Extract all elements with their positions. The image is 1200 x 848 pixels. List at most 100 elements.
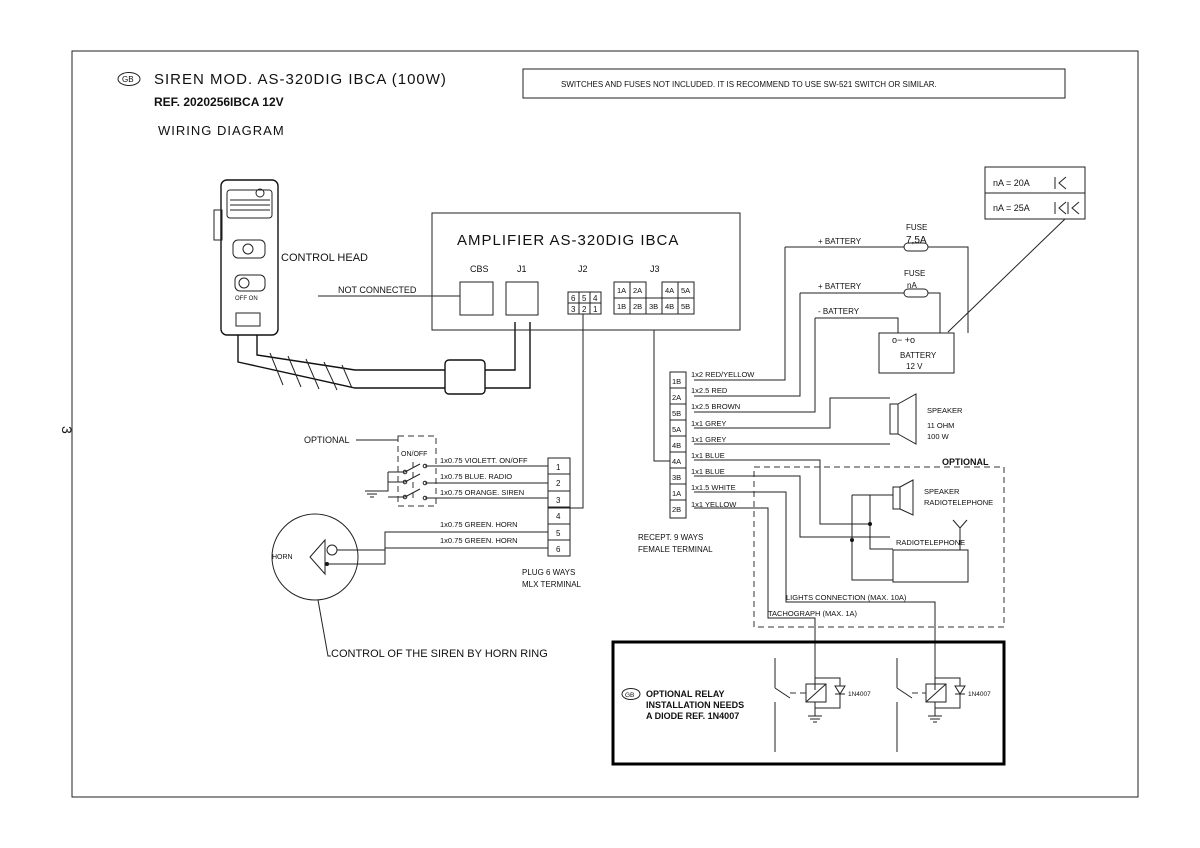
j2-pin: 3 bbox=[571, 305, 576, 314]
logo-icon bbox=[235, 312, 261, 327]
radiotelephone-box bbox=[892, 549, 969, 583]
fuse1-value: 7,5A bbox=[906, 235, 927, 246]
ground-icon bbox=[808, 708, 822, 723]
optional-box bbox=[753, 466, 1005, 628]
recept-pin: 5A bbox=[672, 425, 681, 434]
ground-icon bbox=[365, 472, 389, 498]
j3-pin: 3B bbox=[649, 302, 658, 311]
reference-number: REF. 2020256IBCA 12V bbox=[154, 95, 284, 109]
fuse2-label: FUSE bbox=[904, 269, 925, 278]
optional-title: OPTIONAL bbox=[942, 457, 989, 467]
plug-label: PLUG 6 WAYS bbox=[522, 568, 575, 577]
not-connected-label: NOT CONNECTED bbox=[338, 285, 417, 295]
recept-pin: 5B bbox=[672, 409, 681, 418]
gb-badge-icon bbox=[621, 688, 641, 700]
recept-box bbox=[669, 371, 687, 519]
speaker-icon bbox=[889, 403, 899, 435]
plug-label: MLX TERMINAL bbox=[522, 580, 582, 589]
radiotelephone-label: RADIOTELEPHONE bbox=[896, 538, 965, 547]
diode1-label: 1N4007 bbox=[848, 691, 871, 698]
amplifier: AMPLIFIER AS-320DIG IBCA CBS J1 J2 J3 6 … bbox=[431, 212, 741, 331]
fuse2-value: nA bbox=[907, 281, 917, 290]
amplifier-box bbox=[431, 212, 741, 331]
speaker-radio-label: SPEAKER bbox=[924, 487, 960, 496]
j1-label: J1 bbox=[517, 264, 527, 274]
power-switch bbox=[234, 274, 266, 292]
switch-wire: 1x0.75 ORANGE. SIREN bbox=[440, 488, 524, 497]
j2-pin: 2 bbox=[582, 305, 587, 314]
recept-wire: 1x2 RED/YELLOW bbox=[691, 370, 755, 379]
j2-label: J2 bbox=[578, 264, 588, 274]
j3-pin: 4A bbox=[665, 286, 674, 295]
plug-terminal: 1 2 3 4 5 6 PLUG 6 WAYS MLX TERMINAL bbox=[522, 457, 582, 589]
control-head-label: CONTROL HEAD bbox=[281, 252, 368, 264]
horn: HORN CONTROL OF THE SIREN BY HORN RING bbox=[271, 513, 548, 660]
j2-pin: 4 bbox=[593, 294, 598, 303]
j3-pin: 2B bbox=[633, 302, 642, 311]
indicator-icon bbox=[255, 188, 265, 198]
relay-coil-icon bbox=[805, 683, 827, 703]
horn-wire: 1x0.75 GREEN. HORN bbox=[440, 536, 518, 545]
horn-icon bbox=[309, 538, 326, 576]
battery-terminals: o− +o bbox=[892, 335, 915, 345]
tacho-label: TACHOGRAPH (MAX. 1A) bbox=[768, 609, 858, 618]
mode-button bbox=[232, 239, 266, 259]
connector-plug bbox=[444, 359, 486, 395]
horn-ring bbox=[271, 513, 359, 601]
recept-pin: 1A bbox=[672, 489, 681, 498]
j3-pin: 1A bbox=[617, 286, 626, 295]
cbs-label: CBS bbox=[470, 264, 489, 274]
j2-pin: 5 bbox=[582, 294, 587, 303]
gb-badge-text: GB bbox=[122, 75, 134, 84]
diagram-subtitle: WIRING DIAGRAM bbox=[158, 123, 285, 138]
gb-badge-icon bbox=[117, 72, 141, 86]
speaker-watt: 100 W bbox=[927, 432, 950, 441]
recept-wire: 1x1 BLUE bbox=[691, 467, 725, 476]
power-wiring: + BATTERY FUSE 7,5A + BATTERY FUSE nA - … bbox=[694, 223, 969, 413]
lights-label: LIGHTS CONNECTION (MAX. 10A) bbox=[786, 593, 907, 602]
battery-box bbox=[878, 332, 955, 374]
horn-label: HORN bbox=[272, 554, 293, 561]
optional-switch-label: OPTIONAL bbox=[304, 435, 350, 445]
speaker-ohm: 11 OHM bbox=[927, 421, 954, 430]
recept-pin: 4A bbox=[672, 457, 681, 466]
notice-box bbox=[522, 68, 1066, 99]
page-number: 3 bbox=[59, 426, 75, 434]
battery-minus-label: - BATTERY bbox=[818, 307, 860, 316]
fuse-table-row2: nA = 25A bbox=[993, 203, 1030, 213]
recept-wire: 1x1 BLUE bbox=[691, 451, 725, 460]
diode-icon bbox=[834, 685, 846, 695]
recept-pin: 1B bbox=[672, 377, 681, 386]
plug-pin: 2 bbox=[556, 479, 561, 488]
recept-wire: 1x2.5 RED bbox=[691, 386, 728, 395]
amplifier-title: AMPLIFIER AS-320DIG IBCA bbox=[457, 232, 679, 249]
fuse-symbol-icon bbox=[1054, 176, 1067, 190]
battery-label: BATTERY bbox=[900, 351, 937, 360]
recept-label: RECEPT. 9 WAYS bbox=[638, 533, 703, 542]
battery-voltage: 12 V bbox=[906, 362, 923, 371]
j3-pin: 5B bbox=[681, 302, 690, 311]
recept-pin: 4B bbox=[672, 441, 681, 450]
diode-icon bbox=[954, 685, 966, 695]
horn-wire: 1x0.75 GREEN. HORN bbox=[440, 520, 518, 529]
speaker-radio-label: RADIOTELEPHONE bbox=[924, 498, 993, 507]
plug-pin: 3 bbox=[556, 496, 561, 505]
battery-plus-label: + BATTERY bbox=[818, 237, 862, 246]
battery-plus-label: + BATTERY bbox=[818, 282, 862, 291]
optional-radiotelephone: OPTIONAL SPEAKER RADIOTELEPHONE RADIOTEL… bbox=[694, 457, 1005, 690]
switch-wire: 1x0.75 BLUE. RADIO bbox=[440, 472, 512, 481]
recept-pin: 2B bbox=[672, 505, 681, 514]
recept-label: FEMALE TERMINAL bbox=[638, 545, 713, 554]
fuse-icon bbox=[903, 288, 929, 298]
diode2-label: 1N4007 bbox=[968, 691, 991, 698]
plug-pin: 4 bbox=[556, 512, 561, 521]
switch-wire: 1x0.75 VIOLETT. ON/OFF bbox=[440, 456, 528, 465]
speaker-icon bbox=[892, 486, 901, 510]
j1-connector bbox=[505, 281, 539, 316]
control-head: OFF ON CONTROL HEAD bbox=[213, 179, 531, 395]
j3-connector bbox=[613, 281, 695, 315]
optional-relay: GB OPTIONAL RELAY INSTALLATION NEEDS A D… bbox=[611, 640, 1006, 766]
j3-label: J3 bbox=[650, 264, 660, 274]
relay-note: OPTIONAL RELAY bbox=[646, 689, 725, 699]
